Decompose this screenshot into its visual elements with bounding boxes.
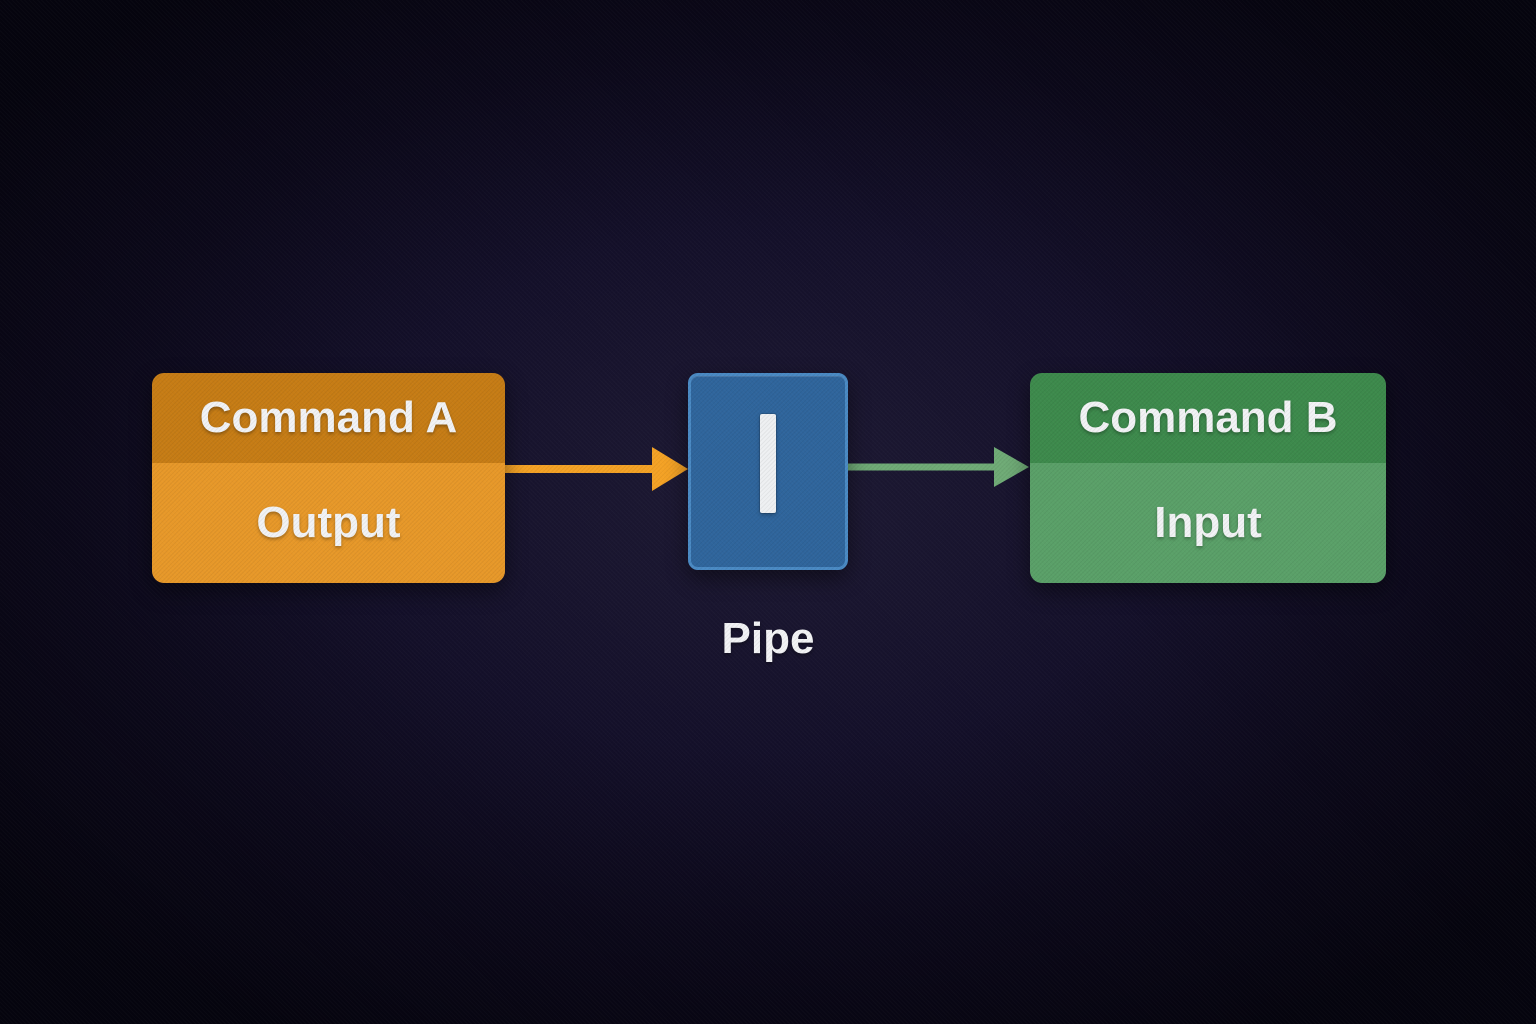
pipe-symbol-bar	[760, 414, 776, 513]
command-a-node: Command A Output	[152, 373, 505, 583]
arrow-pipe-to-input	[848, 447, 1029, 487]
command-b-input-label: Input	[1030, 463, 1386, 583]
arrow-pipe-to-input-head	[994, 447, 1029, 487]
command-b-title: Command B	[1030, 373, 1386, 463]
command-b-node: Command B Input	[1030, 373, 1386, 583]
pipe-label: Pipe	[721, 614, 815, 663]
command-a-output-label: Output	[152, 463, 505, 583]
arrow-output-to-pipe-head	[652, 447, 688, 491]
pipe-node	[688, 373, 848, 570]
arrow-output-to-pipe	[505, 447, 688, 491]
command-a-title: Command A	[152, 373, 505, 463]
